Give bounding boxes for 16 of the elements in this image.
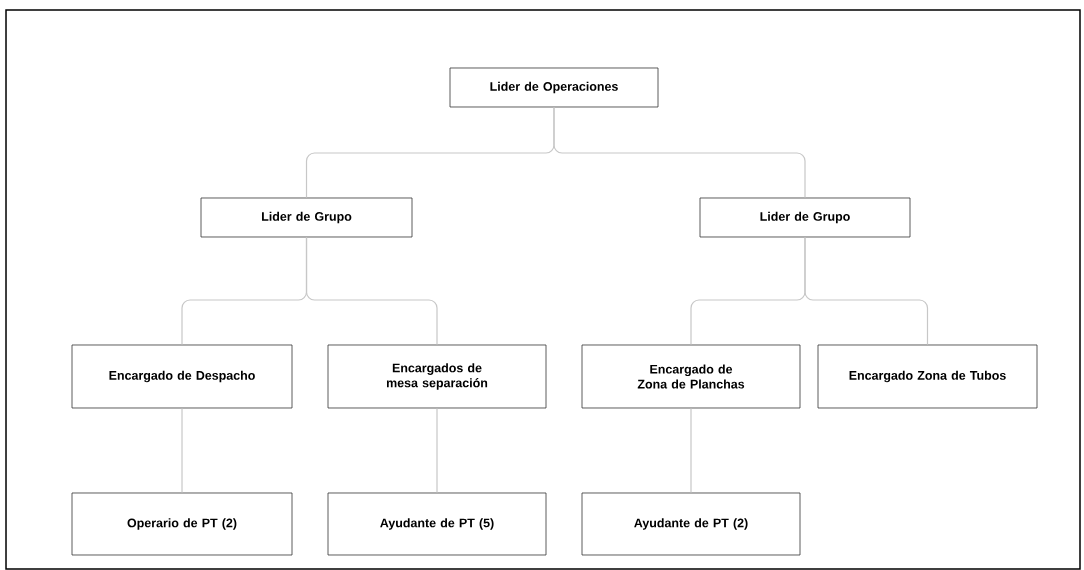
org-box: Lider de Grupo <box>699 197 911 238</box>
org-box: Encargado Zona de Tubos <box>817 344 1038 409</box>
org-box: Encargado de Zona de Planchas <box>581 344 801 409</box>
connector-line <box>436 407 438 494</box>
connector-line <box>181 407 183 494</box>
org-box: Encargado de Despacho <box>71 344 293 409</box>
org-box: Lider de Operaciones <box>449 67 659 108</box>
connector-line <box>305 236 438 346</box>
connector-line <box>690 407 692 494</box>
org-box: Ayudante de PT (5) <box>327 492 547 556</box>
org-box: Operario de PT (2) <box>71 492 293 556</box>
connector-line <box>804 236 929 346</box>
org-box: Encargados de mesa separación <box>327 344 547 409</box>
connector-line <box>553 106 806 199</box>
org-box: Ayudante de PT (2) <box>581 492 801 556</box>
org-box: Lider de Grupo <box>200 197 413 238</box>
